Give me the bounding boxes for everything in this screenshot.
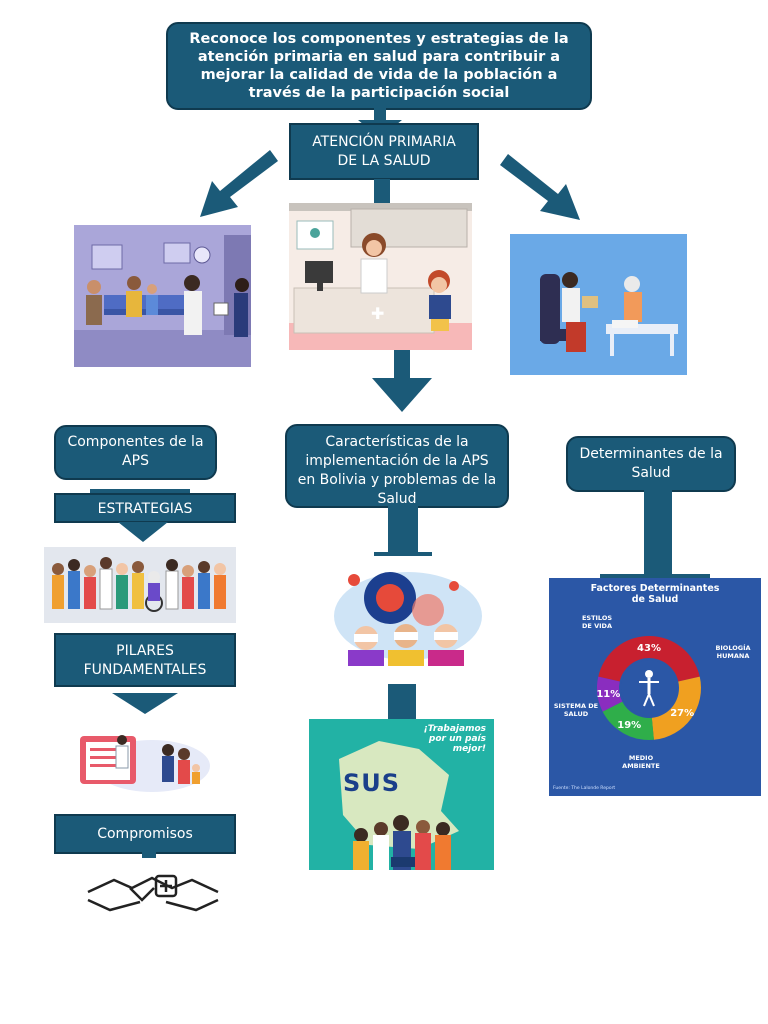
caracteristicas-box: Características de la implementación de … [285,424,509,508]
determinantes-box: Determinantes de la Salud [566,436,736,492]
label-estilos: ESTILOS DE VIDA [581,614,613,630]
center-text: ATENCIÓN PRIMARIA DE LA SALUD [312,134,456,169]
estrategias-text: ESTRATEGIAS [97,501,193,517]
objective-box: Reconoce los componentes y estrategias d… [166,22,592,110]
caracteristicas-text: Características de la implementación de … [297,434,497,507]
consultation-illustration [510,234,687,375]
arrow-diagonal-right [500,154,580,220]
arrow-pilares [112,693,178,714]
arrow-estrategias [118,522,168,542]
clinic-illustration: ✚ [289,203,472,350]
objective-text: Reconoce los componentes y estrategias d… [189,31,569,101]
arrow-diagonal-left [200,150,278,217]
determinants-infographic: Factores Determinantes de Salud 43% 27% 19… [549,578,761,796]
compromisos-text: Compromisos [97,826,193,842]
sus-poster: ¡Trabajamos por un país mejor! SUS [309,719,494,870]
people-group-illustration [44,547,236,623]
pie-slice-2 [651,676,701,740]
pie-slice-3 [602,701,654,740]
pie-value-label-4: 11% [596,689,620,700]
pie-slice-1 [598,636,700,682]
handshake-care-icon [80,858,226,916]
determinants-pie-chart: 43% 27% 19% 11% [596,636,701,740]
pie-value-label-3: 19% [617,720,641,731]
pilares-box: PILARES FUNDAMENTALES [54,633,236,687]
componentes-text: Componentes de la APS [67,434,204,469]
pie-slice-4 [597,676,623,712]
sus-banner: ¡Trabajamos por un país mejor! [423,724,486,754]
health-problems-illustration [328,566,482,666]
medical-team-illustration [72,722,212,796]
compromisos-box: Compromisos [54,814,236,854]
waiting-room-illustration [74,225,251,367]
componentes-box: Componentes de la APS [54,425,217,480]
estrategias-box: ESTRATEGIAS [54,493,236,523]
sus-logo: SUS [343,769,401,797]
svg-text:✚: ✚ [371,304,384,323]
connector-determinantes [600,490,710,578]
connector-to-sus [388,684,416,720]
determinantes-text: Determinantes de la Salud [579,446,723,481]
infographic-title: Factores Determinantes de Salud [590,583,720,605]
human-figure-icon [639,670,659,707]
connector-center-down [374,179,390,205]
label-sistema: SISTEMA DE SALUD [553,702,599,718]
pie-value-label-2: 27% [670,708,694,719]
pilares-text: PILARES FUNDAMENTALES [83,643,207,678]
pie-value-label-1: 43% [637,643,661,654]
label-medio: MEDIO AMBIENTE [622,754,660,770]
label-biologia: BIOLOGÍA HUMANA [715,644,751,660]
connector-caracteristicas [374,506,432,556]
center-box: ATENCIÓN PRIMARIA DE LA SALUD [289,123,479,180]
infographic-footer: Fuente: The Lalonde Report [553,786,616,791]
arrow-center-down [372,350,432,412]
connector-componentes [90,489,190,493]
